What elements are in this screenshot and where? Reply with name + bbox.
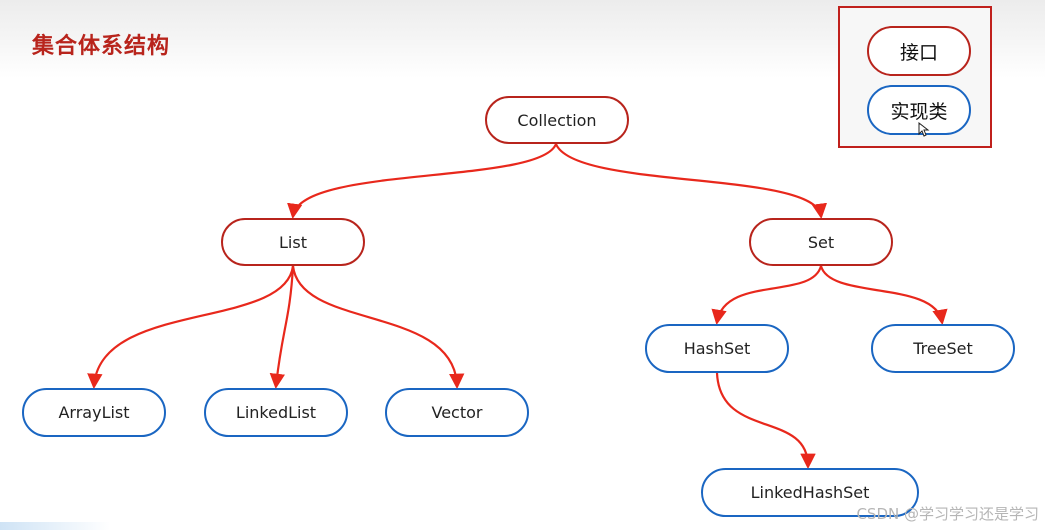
edge-list-arraylist (87, 265, 295, 390)
edge-list-vector (291, 265, 465, 390)
legend-box: 接口 实现类 (838, 6, 992, 148)
node-arraylist: ArrayList (22, 388, 166, 437)
node-linkedhashset-label: LinkedHashSet (750, 483, 870, 502)
node-set-label: Set (807, 232, 835, 252)
node-arraylist-label: ArrayList (58, 403, 130, 422)
node-vector-label: Vector (431, 403, 483, 422)
edge-set-hashset (711, 265, 823, 326)
node-vector: Vector (385, 388, 529, 437)
node-collection-label: Collection (517, 110, 597, 130)
node-linkedhashset: LinkedHashSet (701, 468, 919, 517)
node-linkedlist: LinkedList (204, 388, 348, 437)
node-set: Set (749, 218, 893, 266)
legend-interface-label: 接口 (899, 41, 938, 64)
legend-implementation-label: 实现类 (890, 100, 948, 123)
node-linkedlist-label: LinkedList (235, 403, 317, 422)
page-title: 集合体系结构 (32, 34, 171, 59)
corner-decoration (0, 522, 110, 530)
node-treeset: TreeSet (871, 324, 1015, 373)
edge-set-treeset (819, 265, 948, 326)
watermark: CSDN @学习学习还是学习 (856, 505, 1039, 523)
mouse-cursor-icon (918, 122, 930, 137)
node-list: List (221, 218, 365, 266)
node-treeset-label: TreeSet (913, 339, 973, 358)
node-collection: Collection (485, 96, 629, 144)
edge-collection-set (554, 143, 827, 220)
node-hashset: HashSet (645, 324, 789, 373)
edge-collection-list (287, 143, 558, 220)
node-hashset-label: HashSet (683, 339, 751, 358)
edge-hashset-linkedhashset (715, 372, 816, 470)
edge-list-linkedlist (269, 265, 295, 390)
legend-interface: 接口 (867, 26, 971, 76)
node-list-label: List (279, 232, 307, 252)
